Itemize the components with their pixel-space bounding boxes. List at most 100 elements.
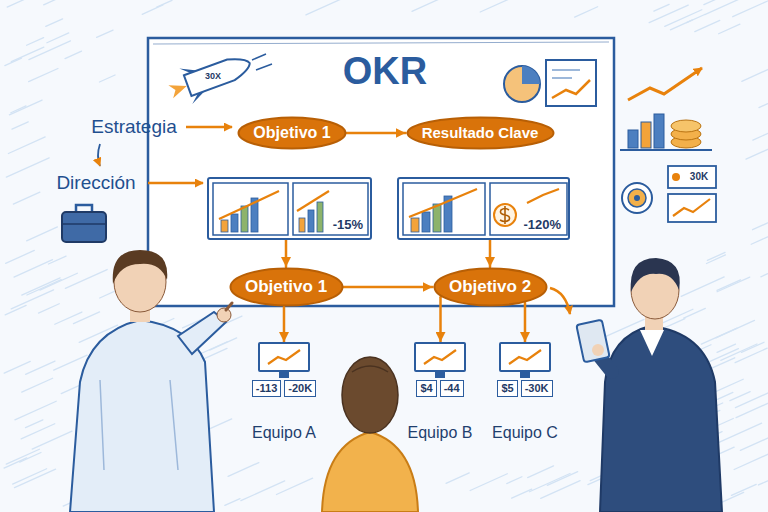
briefcase-icon-part (62, 223, 106, 225)
chart-card (403, 183, 485, 235)
chart-bar (308, 210, 314, 232)
hatch-stroke (32, 431, 72, 449)
hatch-stroke (446, 473, 469, 483)
pie-chart-icon-part (546, 60, 596, 106)
bars-and-coins-icon (620, 114, 712, 150)
hatch-stroke (695, 20, 720, 31)
hatch-stroke (21, 424, 55, 439)
hatch-stroke (225, 499, 240, 506)
chart-bar (317, 202, 323, 232)
metric-value: $4 (416, 380, 436, 397)
hatch-stroke (14, 469, 55, 487)
hatch-stroke (654, 4, 669, 11)
trend-line (509, 350, 541, 364)
hatch-stroke (753, 216, 768, 230)
hatch-stroke (97, 30, 113, 37)
hatch-stroke (8, 137, 45, 154)
hatch-stroke (22, 278, 60, 295)
hatch-stroke (480, 0, 518, 12)
hatch-stroke (6, 158, 49, 177)
hatch-stroke (9, 100, 42, 115)
hatch-stroke (736, 398, 768, 417)
hatch-stroke (40, 273, 77, 290)
briefcase-icon-part (76, 205, 92, 212)
objective-text: Resultado Clave (422, 124, 539, 142)
motion-lines-part (252, 54, 272, 70)
hatch-stroke (507, 477, 522, 484)
hatch-stroke (20, 452, 41, 462)
monitor-screen (258, 342, 310, 372)
hatch-stroke (276, 478, 312, 494)
direction-label: Dirección (56, 172, 135, 195)
briefcase-icon (62, 205, 106, 242)
objective-text: Objetivo 2 (449, 277, 531, 297)
monitor-stand (279, 372, 289, 378)
team-label: Equipo C (492, 423, 558, 442)
hatch-stroke (717, 280, 740, 291)
hatch-stroke (6, 250, 35, 263)
hatch-stroke (306, 0, 341, 15)
hatch-stroke (740, 437, 768, 451)
hatch-stroke (6, 449, 39, 464)
hatch-stroke (44, 0, 83, 5)
hatch-stroke (751, 234, 768, 244)
pie-chart-icon-part (552, 70, 580, 78)
hatch-stroke (142, 5, 163, 14)
hatch-stroke (47, 33, 69, 43)
flow-arrow (347, 132, 406, 135)
kpi-value: -15% (333, 217, 363, 233)
target-icon-part (622, 183, 652, 213)
hatch-stroke (13, 192, 40, 204)
man-presenter-figure-part (217, 308, 231, 322)
hatch-stroke (735, 348, 767, 362)
hatch-stroke (575, 7, 598, 17)
hatch-stroke (27, 227, 58, 241)
trend-line (268, 350, 300, 364)
man-presenter-figure (70, 250, 232, 512)
woman-figure-part (322, 432, 418, 512)
hatch-stroke (241, 481, 285, 501)
rocket-icon-part (184, 53, 254, 96)
diagram-title: OKR (343, 49, 427, 95)
target-icon-part (634, 195, 640, 201)
trend-arrow (409, 189, 477, 217)
flow-arrow (283, 307, 286, 342)
hatch-stroke (11, 106, 26, 113)
man-with-tablet-figure-part (592, 344, 604, 356)
hatch-stroke (228, 463, 259, 477)
screen-chart (501, 344, 549, 370)
kpi-card-icon-part (673, 199, 710, 216)
layout-arrows-part (98, 144, 100, 166)
hatch-stroke (27, 38, 44, 46)
objective-oval: Objetivo 1 (229, 267, 344, 307)
chart-bar (411, 218, 419, 232)
oval-shape (407, 118, 553, 149)
team-monitor: -113-20KEquipo A (252, 342, 316, 442)
whiteboard-part (153, 42, 609, 44)
bars-and-coins-icon-part (628, 130, 638, 148)
hatch-stroke (48, 256, 66, 264)
chart-bar (433, 204, 441, 232)
hatch-stroke (14, 260, 53, 277)
hatch-stroke (529, 474, 570, 492)
hatch-stroke (470, 474, 507, 491)
growth-arrow-icon (628, 68, 702, 100)
kpi-chart-panel: -15% (207, 177, 372, 240)
hatch-stroke (719, 24, 740, 34)
chart-bar (241, 206, 248, 232)
layout-arrows (98, 127, 570, 314)
screen-chart (416, 344, 464, 370)
metric-value: -113 (252, 380, 281, 397)
hatch-stroke (717, 344, 735, 352)
chart-bar (221, 220, 228, 232)
layout-arrows-part (148, 182, 203, 185)
bars-and-coins-icon-part (641, 122, 651, 148)
woman-figure-part (342, 357, 398, 433)
metric-row: -113-20K (252, 380, 316, 397)
hatch-stroke (649, 5, 688, 23)
key-result-oval: Resultado Clave (406, 116, 555, 150)
objective-text: Objetivo 1 (245, 277, 327, 297)
hatch-stroke (65, 270, 107, 289)
kpi-card-icon-part (668, 194, 716, 222)
hatch-stroke (29, 68, 58, 81)
